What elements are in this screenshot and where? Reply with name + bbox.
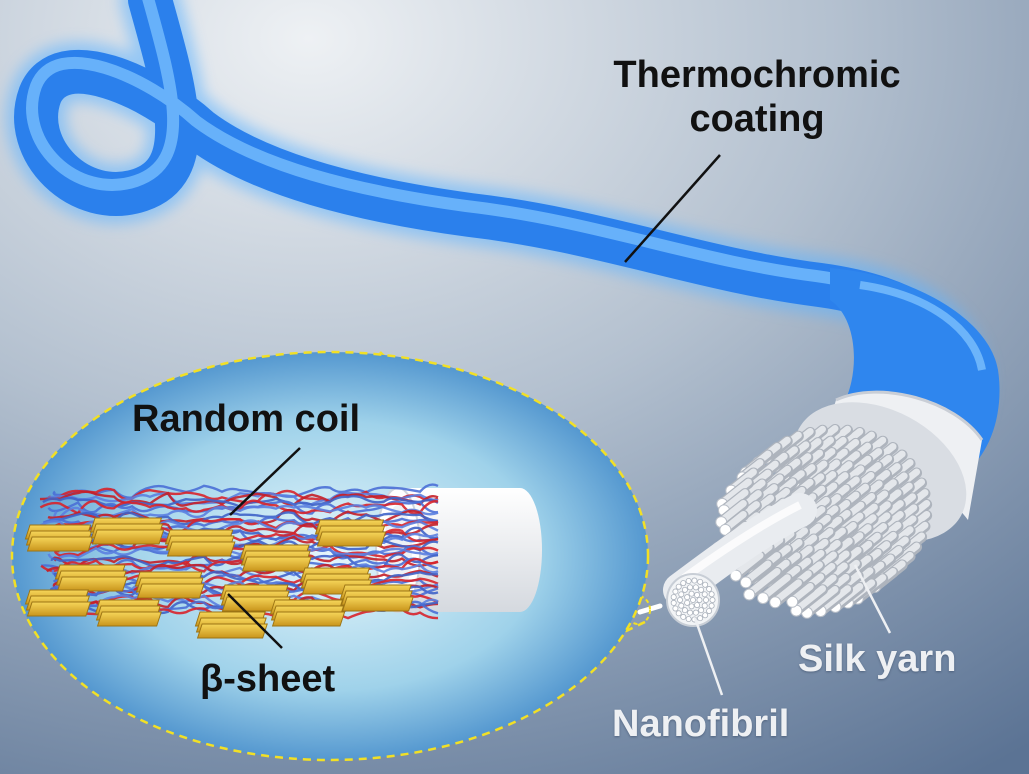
- leader-random-coil: [229, 447, 301, 516]
- thermochromic-fiber: [6, 0, 1000, 470]
- leader-thermochromic: [624, 154, 721, 263]
- silk-yarn-bundle: [711, 424, 933, 619]
- zoom-inset: [10, 350, 651, 762]
- leader-silk-yarn: [853, 564, 892, 634]
- label-coating: coating: [689, 98, 825, 140]
- label-silk-yarn: Silk yarn: [798, 638, 957, 680]
- leader-beta-sheet: [227, 593, 283, 649]
- beta-sheet-blocks: [24, 517, 414, 639]
- leader-nanofibril: [693, 617, 724, 696]
- nanofibril-strand: [637, 493, 817, 627]
- label-thermochromic: Thermochromic: [613, 54, 901, 96]
- label-random-coil: Random coil: [132, 398, 361, 440]
- label-beta-sheet: β-sheet: [200, 658, 336, 700]
- label-nanofibril: Nanofibril: [612, 703, 790, 745]
